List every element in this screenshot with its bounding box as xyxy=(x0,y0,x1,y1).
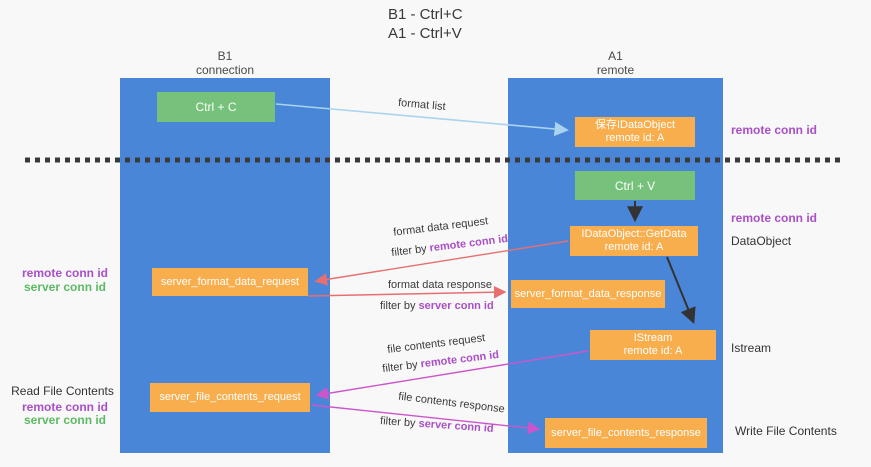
side-istream: Istream xyxy=(731,341,772,355)
diagram-title: B1 - Ctrl+C A1 - Ctrl+V xyxy=(388,5,463,43)
node-getdata-line2: remote id: A xyxy=(604,241,664,253)
label-format-list: format list xyxy=(397,96,447,114)
server-conn-id-text: server conn id xyxy=(418,300,494,312)
header-b1-sub: connection xyxy=(195,63,255,77)
lifeline-header-a1: A1 remote xyxy=(508,49,723,77)
diagram-title-line1: B1 - Ctrl+C xyxy=(388,6,463,23)
remote-conn-id-text: remote conn id xyxy=(428,232,509,255)
node-server-format-data-response-label: server_format_data_response xyxy=(514,287,662,300)
node-server-file-contents-request-label: server_file_contents_request xyxy=(159,391,301,403)
side-read-file-contents: Read File Contents xyxy=(11,384,114,398)
header-b1: B1 xyxy=(217,49,233,63)
side-left-remote-conn-id-1: remote conn id xyxy=(21,266,108,280)
node-server-format-data-request-label: server_format_data_request xyxy=(160,275,300,288)
node-save-idataobject-line1: 保存IDataObject xyxy=(594,119,676,131)
node-idataobject-getdata: IDataObject::GetData remote id: A xyxy=(570,226,698,256)
remote-conn-id-text: remote conn id xyxy=(419,348,500,371)
node-ctrl-c-label: Ctrl + C xyxy=(195,100,237,114)
side-left-server-conn-id-2: server conn id xyxy=(23,413,107,427)
node-ctrl-v-label: Ctrl + V xyxy=(614,178,656,193)
node-server-format-data-request: server_format_data_request xyxy=(152,268,308,296)
node-server-file-contents-request: server_file_contents_request xyxy=(150,383,310,412)
node-istream-line1: IStream xyxy=(633,332,673,344)
label-format-data-response: format data response xyxy=(388,279,492,291)
label-filter-by-server-conn-id-1: filter by server conn id xyxy=(380,300,494,312)
node-save-idataobject: 保存IDataObject remote id: A xyxy=(575,117,695,147)
label-filter-by-server-conn-id-2: filter by server conn id xyxy=(380,415,494,435)
filter-by-text: filter by xyxy=(379,415,419,430)
node-ctrl-c: Ctrl + C xyxy=(157,92,275,122)
node-ctrl-v: Ctrl + V xyxy=(575,171,695,200)
node-istream-line2: remote id: A xyxy=(623,345,683,357)
header-a1: A1 xyxy=(608,49,623,63)
server-conn-id-text: server conn id xyxy=(418,417,494,435)
side-dataobject: DataObject xyxy=(731,234,792,248)
node-getdata-line1: IDataObject::GetData xyxy=(581,228,687,240)
node-save-idataobject-line2: remote id: A xyxy=(605,132,665,144)
label-file-contents-response: file contents response xyxy=(397,390,506,416)
node-server-file-contents-response-label: server_file_contents_response xyxy=(551,426,701,439)
side-write-file-contents: Write File Contents xyxy=(735,424,837,438)
lifeline-header-b1: B1 connection xyxy=(120,49,330,77)
diagram-title-line2: A1 - Ctrl+V xyxy=(388,25,462,42)
node-server-format-data-response: server_format_data_response xyxy=(511,280,665,308)
node-istream: IStream remote id: A xyxy=(590,330,716,360)
format-data-response-arrow xyxy=(307,285,507,299)
side-remote-conn-id-mid: remote conn id xyxy=(731,211,818,225)
side-left-remote-conn-id-2: remote conn id xyxy=(21,400,108,414)
node-server-file-contents-response: server_file_contents_response xyxy=(545,418,707,448)
side-remote-conn-id-top: remote conn id xyxy=(731,123,818,137)
label-format-data-request: format data request xyxy=(392,215,489,239)
filter-by-text: filter by xyxy=(380,300,419,312)
filter-by-text: filter by xyxy=(381,358,422,376)
header-a1-sub: remote xyxy=(596,63,635,77)
filter-by-text: filter by xyxy=(390,242,431,260)
side-left-server-conn-id-1: server conn id xyxy=(23,280,107,294)
